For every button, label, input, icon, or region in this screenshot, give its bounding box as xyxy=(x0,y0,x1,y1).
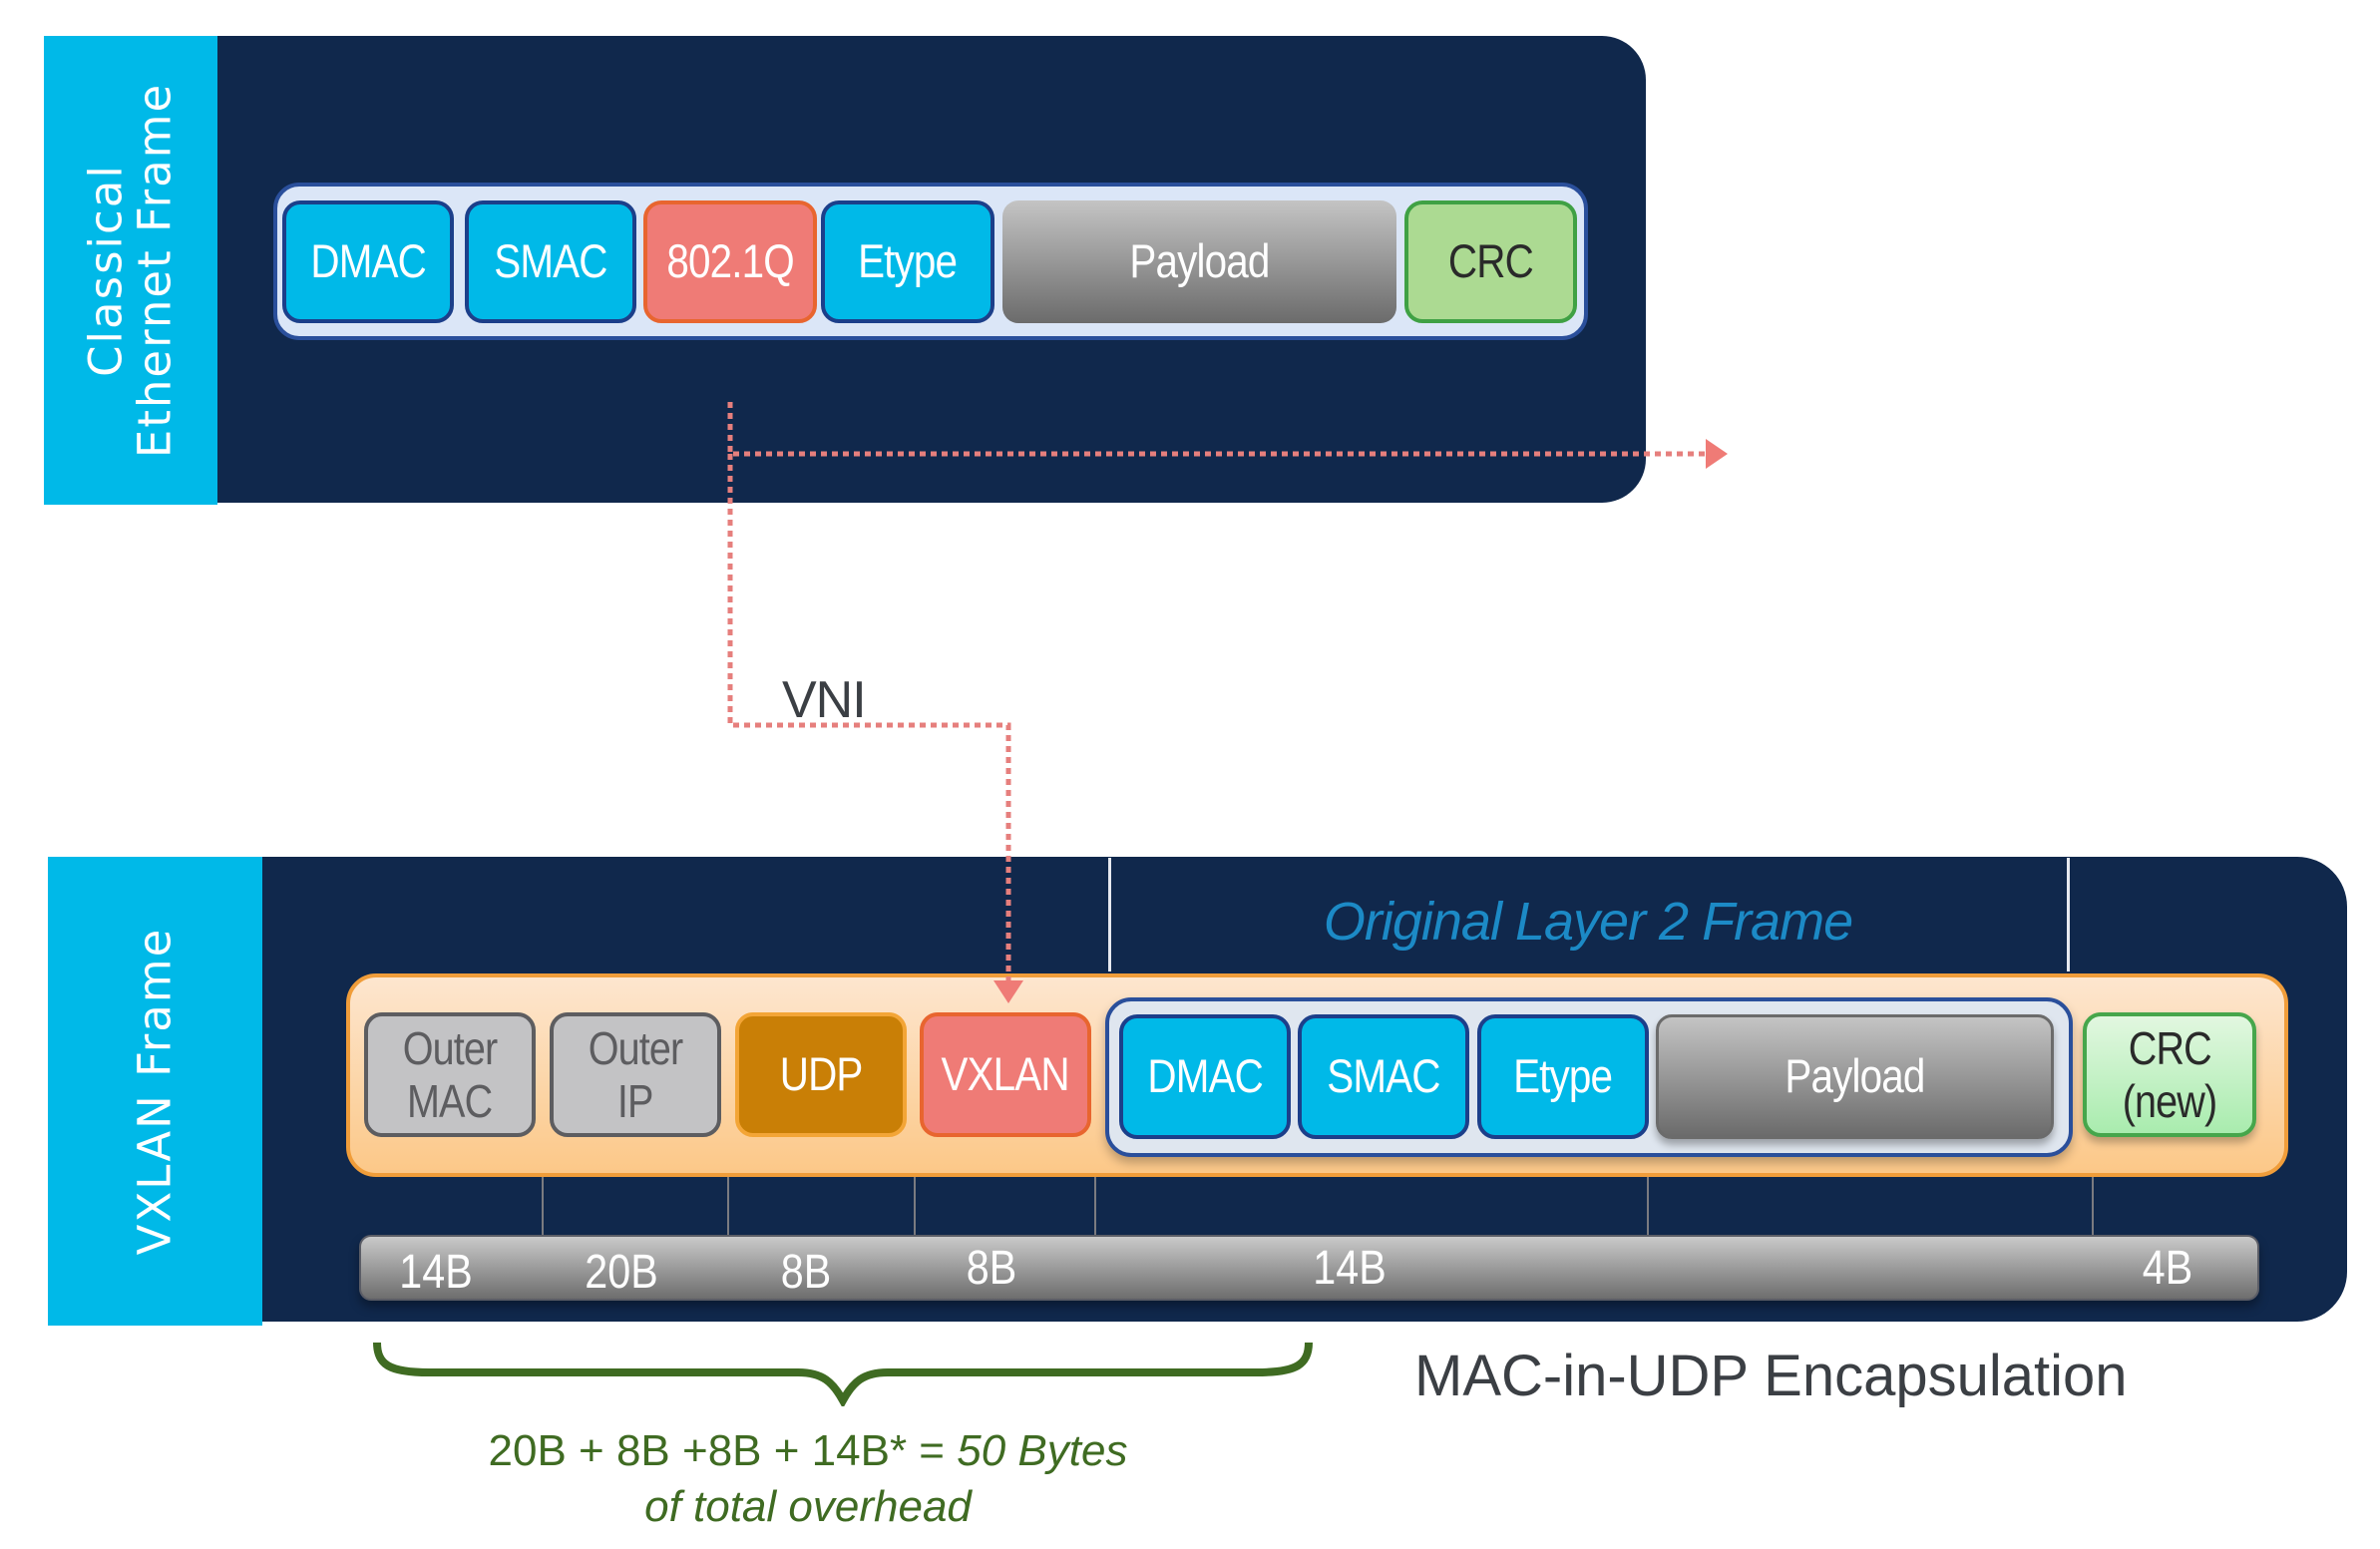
vni-connector-line-down xyxy=(727,454,1011,982)
classical-field-smac: SMAC xyxy=(465,200,636,323)
byte-tick xyxy=(1647,1177,1649,1237)
vxlan-field-udp: UDP xyxy=(735,1012,907,1137)
byte-label-vxlan: 8B xyxy=(966,1242,1017,1295)
byte-tick xyxy=(914,1177,916,1237)
classical-field-etype: Etype xyxy=(821,200,994,323)
byte-label-outer-mac: 14B xyxy=(399,1246,473,1299)
vxlan-frame-side-bar: VXLAN Frame xyxy=(48,857,262,1326)
byte-size-bar xyxy=(359,1235,2259,1301)
byte-label-outer-ip: 20B xyxy=(585,1246,658,1299)
byte-label-udp: 8B xyxy=(780,1246,832,1299)
byte-tick xyxy=(727,1177,729,1237)
original-frame-divider-left xyxy=(1108,858,1111,971)
vxlan-inner-field-smac: SMAC xyxy=(1298,1014,1469,1139)
vni-label: VNI xyxy=(782,671,867,729)
byte-tick xyxy=(542,1177,544,1237)
vxlan-inner-field-payload: Payload xyxy=(1656,1014,2054,1139)
encapsulation-title: MAC-in-UDP Encapsulation xyxy=(1414,1344,2128,1408)
arrowhead-down-icon xyxy=(993,980,1023,1003)
vxlan-field-vxlan-header: VXLAN xyxy=(920,1012,1091,1137)
classical-field-crc: CRC xyxy=(1404,200,1577,323)
vxlan-inner-field-dmac: DMAC xyxy=(1119,1014,1291,1139)
classical-frame-side-bar: Classical Ethernet Frame xyxy=(44,36,217,505)
classical-field-dmac: DMAC xyxy=(282,200,454,323)
overhead-formula: 20B + 8B +8B + 14B* = 50 Bytes xyxy=(488,1426,1128,1475)
vxlan-inner-field-etype: Etype xyxy=(1477,1014,1649,1139)
overhead-total: 50 Bytes xyxy=(957,1426,1128,1475)
byte-tick xyxy=(2092,1177,2094,1237)
overhead-brace-icon xyxy=(373,1342,1313,1406)
byte-label-inner-header: 14B xyxy=(1313,1242,1387,1295)
byte-label-crc: 4B xyxy=(2142,1242,2193,1295)
original-frame-divider-right xyxy=(2067,858,2070,971)
vxlan-field-crc-new: CRC(new) xyxy=(2083,1012,2256,1137)
overhead-suffix: of total overhead xyxy=(644,1482,972,1531)
original-frame-label: Original Layer 2 Frame xyxy=(1323,892,1853,952)
vni-connector-line-to-right xyxy=(727,402,1708,457)
arrowhead-right-icon xyxy=(1706,439,1728,469)
classical-field-802-1q: 802.1Q xyxy=(643,200,817,323)
byte-tick xyxy=(1094,1177,1096,1237)
classical-field-payload: Payload xyxy=(1002,200,1396,323)
